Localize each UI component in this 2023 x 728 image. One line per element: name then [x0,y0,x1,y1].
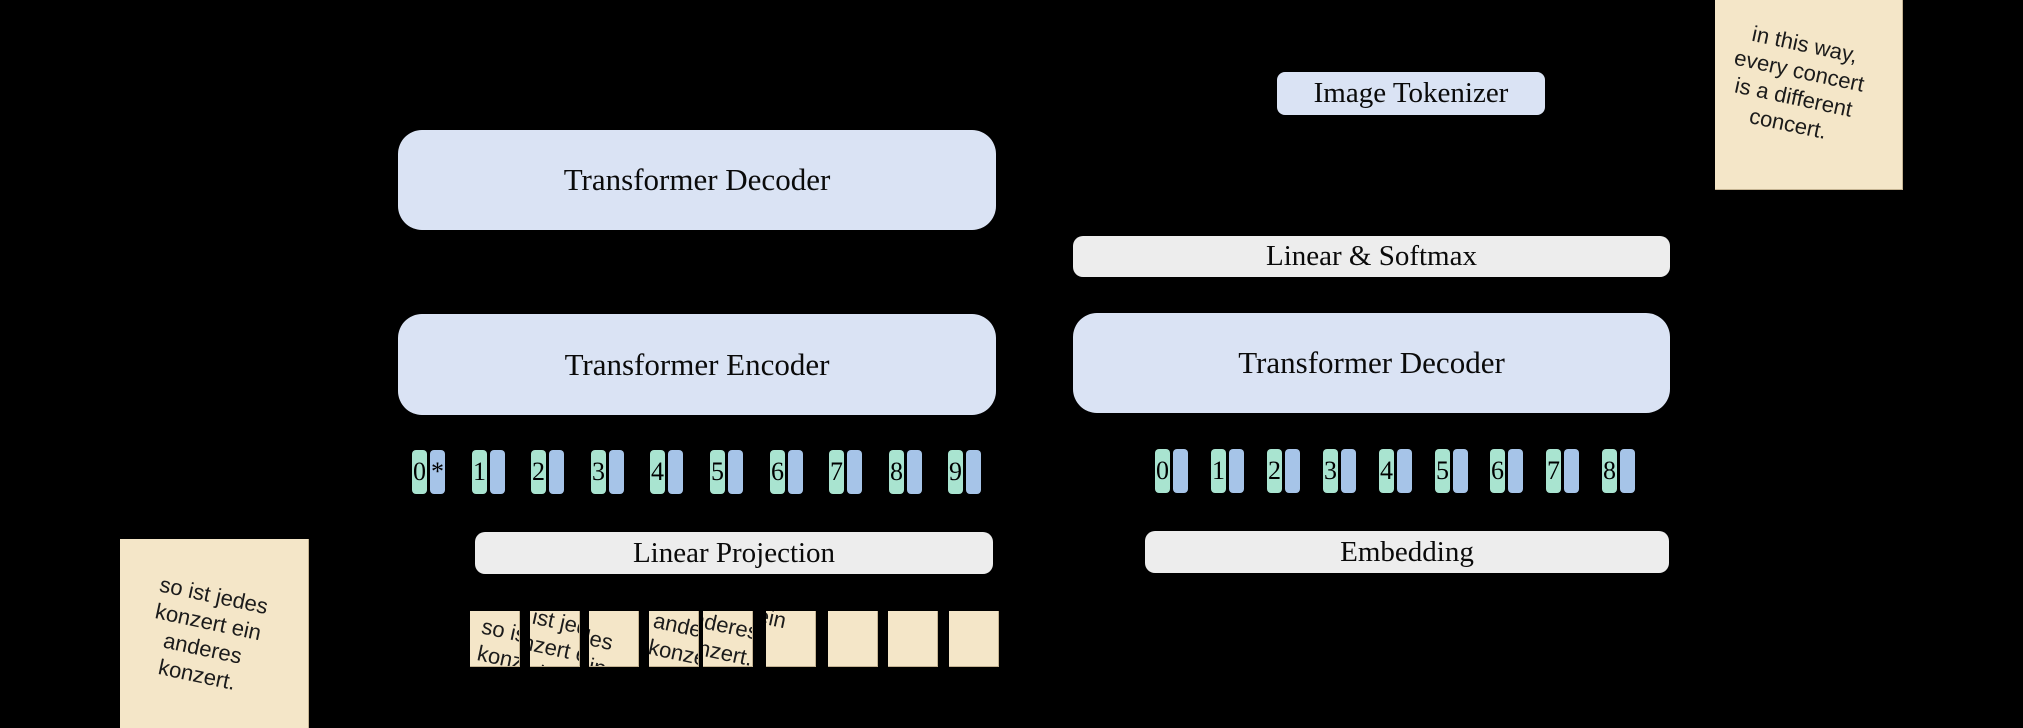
image-tokenizer-box: Image Tokenizer [1277,72,1545,115]
token-pair: 1 [472,450,505,494]
token-pair: 5 [1435,449,1468,493]
sticky-note-left-text: so ist jedes konzert ein anderes konzert… [153,571,271,695]
token-pair: 5 [710,450,743,494]
patch-fragment: so ist jedes konzert ein anderes konzert… [703,611,753,667]
text-token-slot: * [430,450,445,494]
image-token-slot [1341,449,1356,493]
image-token-slot [1508,449,1523,493]
token-pair: 3 [1323,449,1356,493]
token-pair: 2 [531,450,564,494]
token-pair: 1 [1211,449,1244,493]
image-transformer-decoder-box: Transformer Decoder [1073,313,1670,413]
image-token-index: 6 [1490,449,1505,493]
image-token-index: 4 [1379,449,1394,493]
text-transformer-decoder-box: Transformer Decoder [398,130,996,230]
token-pair: 7 [1546,449,1579,493]
patch-fragment: so ist jedes konzert ein anderes konzert… [589,619,616,667]
text-token-index: 8 [889,450,904,494]
image-patch: so ist jedes konzert ein anderes konzert… [470,611,520,667]
text-token-slot [728,450,743,494]
image-token-slot [1453,449,1468,493]
image-token-index: 5 [1435,449,1450,493]
token-pair: 0 [1155,449,1188,493]
text-token-slot [668,450,683,494]
token-pair: 8 [1602,449,1635,493]
image-patch: so ist jedes konzert ein anderes konzert… [888,611,938,667]
image-token-slot [1620,449,1635,493]
embedding-bar: Embedding [1145,531,1669,573]
token-pair: 8 [889,450,922,494]
text-token-index: 5 [710,450,725,494]
image-token-index: 7 [1546,449,1561,493]
image-token-slot [1285,449,1300,493]
text-token-slot [549,450,564,494]
image-patch: so ist jedes konzert ein anderes konzert… [589,611,639,667]
text-token-slot [907,450,922,494]
token-pair: 4 [650,450,683,494]
text-token-slot [966,450,981,494]
text-token-slot [609,450,624,494]
text-token-index: 7 [829,450,844,494]
linear-projection-bar: Linear Projection [475,532,993,574]
patch-fragment: so ist jedes konzert ein anderes konzert… [766,611,789,657]
text-token-index: 3 [591,450,606,494]
text-token-slot [490,450,505,494]
text-token-index: 4 [650,450,665,494]
text-token-slot [847,450,862,494]
image-patch: so ist jedes konzert ein anderes konzert… [766,611,816,667]
sticky-note-right-text: in this way, every concert is a differen… [1732,20,1867,144]
token-pair: 7 [829,450,862,494]
text-token-index: 0 [412,450,427,494]
token-pair: 4 [1379,449,1412,493]
patch-fragment: so ist jedes konzert ein anderes konzert… [649,611,699,667]
image-patch: so ist jedes konzert ein anderes konzert… [828,611,878,667]
patch-fragment: so ist jedes konzert ein anderes konzert… [475,613,520,667]
text-token-index: 9 [948,450,963,494]
token-pair: 6 [770,450,803,494]
image-patch: so ist jedes konzert ein anderes konzert… [649,611,699,667]
image-patch: so ist jedes konzert ein anderes konzert… [703,611,753,667]
image-token-index: 1 [1211,449,1226,493]
token-pair: 6 [1490,449,1523,493]
image-token-index: 3 [1323,449,1338,493]
sticky-note-right: in this way, every concert is a differen… [1715,0,1903,190]
token-pair: 9 [948,450,981,494]
image-token-slot [1173,449,1188,493]
image-token-index: 2 [1267,449,1282,493]
text-token-slot [788,450,803,494]
text-token-index: 2 [531,450,546,494]
image-token-index: 0 [1155,449,1170,493]
token-pair: 0* [412,450,445,494]
patch-fragment: so ist jedes konzert ein anderes konzert… [530,611,580,667]
image-token-index: 8 [1602,449,1617,493]
text-transformer-encoder-box: Transformer Encoder [398,314,996,415]
sticky-note-left: so ist jedes konzert ein anderes konzert… [120,539,309,728]
image-token-slot [1564,449,1579,493]
image-patch: so ist jedes konzert ein anderes konzert… [949,611,999,667]
token-pair: 2 [1267,449,1300,493]
linear-softmax-bar: Linear & Softmax [1073,236,1670,277]
image-token-slot [1229,449,1244,493]
image-token-slot [1397,449,1412,493]
image-patch: so ist jedes konzert ein anderes konzert… [530,611,580,667]
text-token-index: 1 [472,450,487,494]
text-token-index: 6 [770,450,785,494]
token-pair: 3 [591,450,624,494]
